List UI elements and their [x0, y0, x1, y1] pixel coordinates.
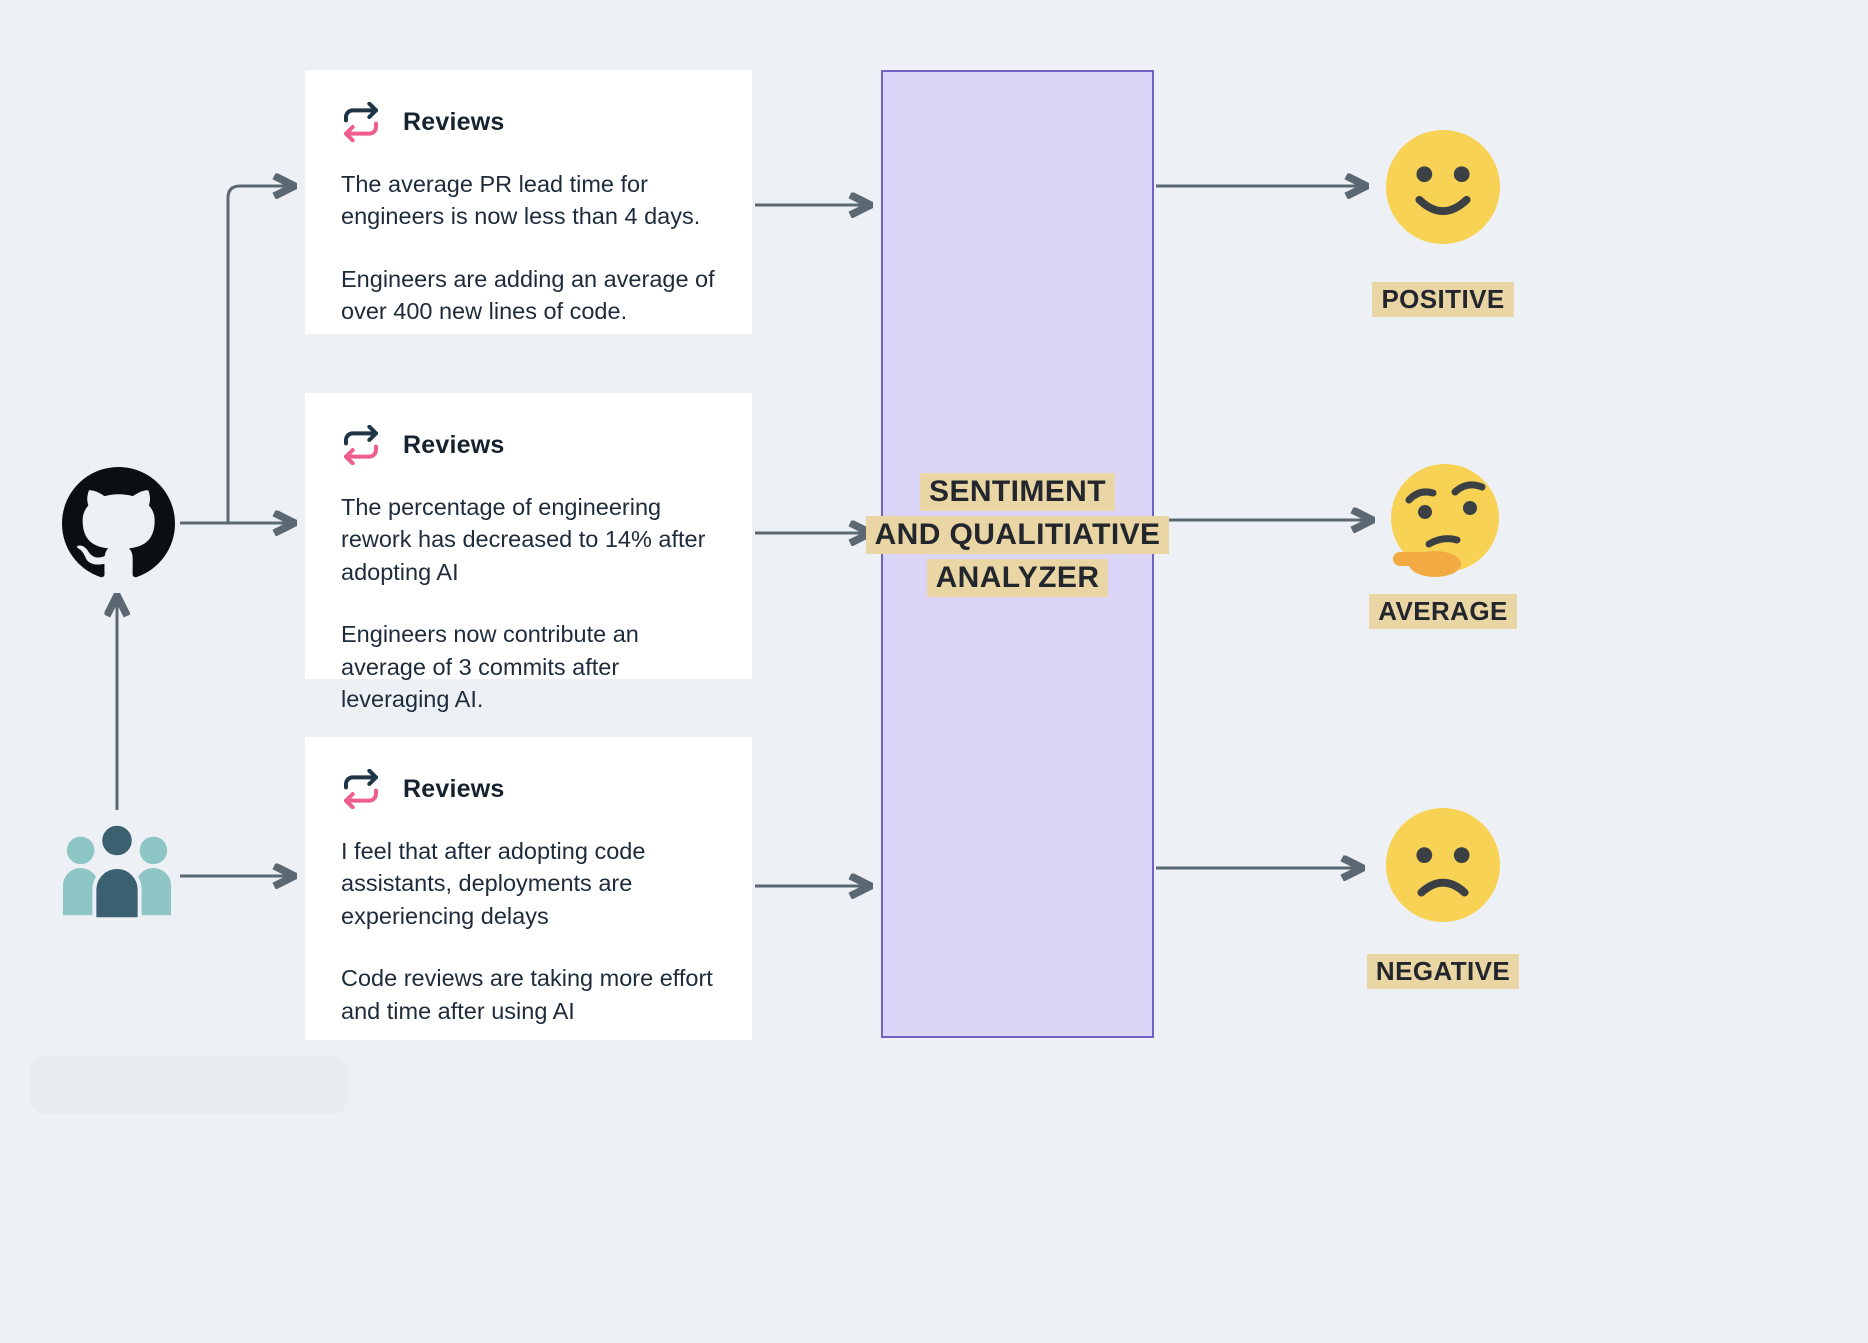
output-positive: POSITIVE [1352, 128, 1534, 317]
team-icon [62, 821, 172, 922]
analyzer-title-line: AND QUALITIATIVE [865, 516, 1170, 554]
analyzer-title-line: SENTIMENT [920, 473, 1115, 511]
card-title: Reviews [403, 107, 505, 136]
positive-label: POSITIVE [1372, 282, 1514, 317]
watermark-area [30, 1056, 348, 1114]
review-card-3: Reviews I feel that after adopting code … [305, 737, 752, 1040]
negative-label: NEGATIVE [1366, 954, 1520, 989]
card-header: Reviews [341, 425, 716, 465]
thinking-face-icon [1391, 464, 1499, 577]
analyzer-title-line: ANALYZER [926, 559, 1109, 597]
arrow-github-to-card1 [226, 186, 292, 523]
analyzer-box: SENTIMENT AND QUALITIATIVE ANALYZER [865, 70, 1170, 1038]
review-card-2: Reviews The percentage of engineering re… [305, 393, 752, 712]
github-icon [62, 467, 175, 578]
smiling-face-icon [1385, 129, 1501, 245]
repeat-arrows-icon [344, 769, 378, 809]
card-title: Reviews [403, 430, 505, 459]
card-paragraph: The average PR lead time for engineers i… [341, 171, 701, 230]
card-paragraph: Engineers are adding an average of over … [341, 265, 715, 325]
github-source [62, 467, 175, 580]
output-negative: NEGATIVE [1352, 806, 1534, 989]
card-paragraph: Code reviews are taking more effort and … [341, 965, 713, 1024]
card-header: Reviews [341, 102, 716, 142]
frowning-face-icon [1385, 807, 1501, 923]
repeat-arrows-icon [344, 425, 378, 465]
team-source [58, 814, 176, 928]
card-title: Reviews [403, 774, 505, 803]
output-average: AVERAGE [1352, 460, 1534, 629]
analyzer-title: SENTIMENT AND QUALITIATIVE ANALYZER [865, 473, 1170, 597]
repeat-arrows-icon [344, 102, 378, 142]
average-label: AVERAGE [1369, 594, 1517, 629]
card-paragraph: Engineers now contribute an average of 3… [341, 621, 639, 713]
card-paragraph: I feel that after adopting code assistan… [341, 838, 646, 929]
card-header: Reviews [341, 769, 716, 809]
card-paragraph: The percentage of engineering rework has… [341, 494, 706, 585]
review-card-1: Reviews The average PR lead time for eng… [305, 70, 752, 334]
